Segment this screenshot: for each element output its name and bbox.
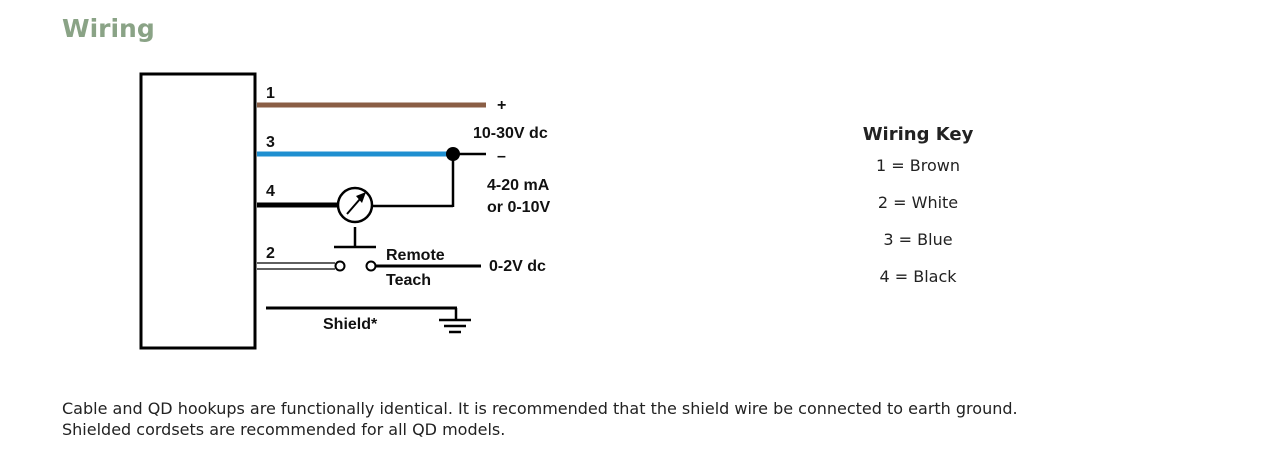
wire-number-3: 3 [266, 134, 275, 151]
hookup-note: Cable and QD hookups are functionally id… [62, 398, 1018, 440]
switch-contact-right [365, 260, 377, 272]
remote-label: Remote [386, 247, 445, 264]
switch-contact-left [334, 260, 346, 272]
wiring-key-entry: 3 = Blue [883, 230, 953, 249]
meter-needle-tip [356, 192, 366, 203]
wire-number-4: 4 [266, 183, 275, 200]
wiring-key-title: Wiring Key [862, 124, 974, 145]
wiring-key-entry: 1 = Brown [876, 156, 960, 175]
output-label-line1: 4-20 mA [487, 177, 550, 194]
output-label-line2: or 0-10V [487, 199, 550, 216]
supply-voltage-label: 10-30V dc [473, 125, 548, 142]
teach-voltage-label: 0-2V dc [489, 258, 546, 275]
teach-label: Teach [386, 272, 431, 289]
wire-number-2: 2 [266, 245, 275, 262]
wiring-key-entry: 4 = Black [879, 267, 957, 286]
wiring-key-entry: 2 = White [877, 193, 959, 212]
hookup-note-line2: Shielded cordsets are recommended for al… [62, 420, 506, 439]
plus-label: + [497, 97, 506, 114]
sensor-body [139, 72, 257, 350]
shield-label: Shield* [323, 316, 378, 333]
wire-number-1: 1 [266, 85, 275, 102]
meter-needle [346, 198, 361, 215]
wiring-diagram: 1 + 10-30V dc 3 – 4 4-20 mA or 0-10V 2 R… [139, 72, 550, 350]
minus-label: – [497, 148, 506, 165]
page-title: Wiring [62, 14, 155, 43]
wiring-key: Wiring Key 1 = Brown 2 = White 3 = Blue … [818, 124, 1018, 304]
hookup-note-line1: Cable and QD hookups are functionally id… [62, 399, 1018, 418]
